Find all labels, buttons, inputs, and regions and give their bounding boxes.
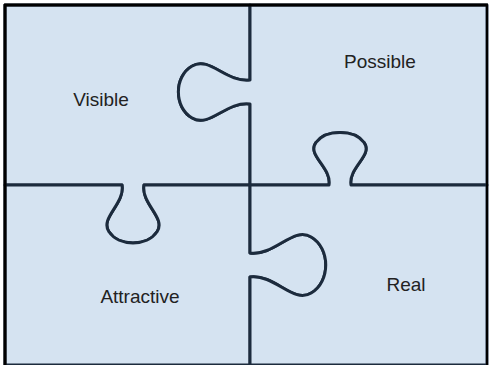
frame-right [486,4,488,365]
piece-label: Real [386,274,425,297]
piece-shape [250,185,487,365]
piece-label: Visible [73,89,129,112]
puzzle-piece: Real [250,185,487,365]
piece-label: Possible [344,51,416,74]
puzzle-piece: Possible [250,5,487,185]
frame-top [4,4,488,7]
piece-outline [250,132,487,365]
piece-shape [5,185,250,365]
frame-left [4,4,7,365]
puzzle-piece: Attractive [5,185,250,365]
piece-shape [250,5,487,185]
piece-label: Attractive [100,286,179,309]
